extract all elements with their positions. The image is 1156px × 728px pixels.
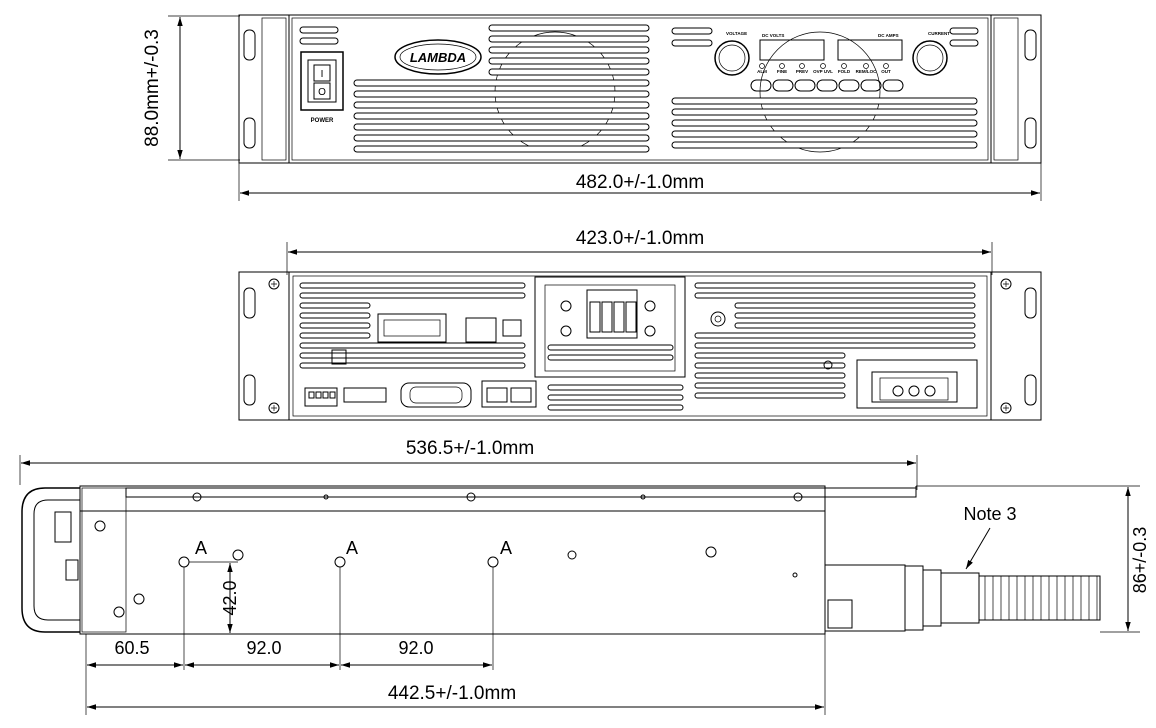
indicator-led <box>883 63 889 69</box>
indicator-led <box>820 63 826 69</box>
rear-width-dimension: 423.0+/-1.0mm <box>576 228 704 249</box>
hole-height-dimension: 42.0 <box>220 580 240 615</box>
mount-label-a-2: A <box>346 538 358 558</box>
body-length-dimension: 442.5+/-1.0mm <box>388 683 516 704</box>
power-switch-off-glyph: O <box>318 87 326 98</box>
rear-rj45-ports <box>481 380 537 408</box>
rear-ground-screw <box>710 311 726 327</box>
indicator-label-ovp-uvl: OVP UVL <box>813 69 833 74</box>
side-height-dimension: 86+/-0.3 <box>1130 527 1150 594</box>
voltage-label: VOLTAGE <box>726 31 747 36</box>
rear-panel <box>288 271 992 421</box>
voltage-display <box>759 39 825 61</box>
rear-output-terminals <box>586 289 638 339</box>
front-view: I O POWER LAMBDA VOLTAGE <box>142 14 1042 201</box>
indicator-label-alm: ALM <box>757 69 767 74</box>
rear-db25-connector <box>400 382 472 408</box>
front-left-ear <box>238 14 290 164</box>
front-width-dimension: 482.0+/-1.0mm <box>576 172 704 193</box>
power-switch <box>300 51 344 111</box>
current-label: CURRENT <box>928 31 950 36</box>
indicator-label-rem-loc: REM/LOC <box>856 69 877 74</box>
rear-center-vents <box>547 344 684 411</box>
indicator-led <box>863 63 869 69</box>
voltage-knob <box>714 40 750 76</box>
mount-label-a-1: A <box>195 538 207 558</box>
power-label: POWER <box>311 118 334 124</box>
rear-label-plate <box>377 313 447 343</box>
rear-terminal-block <box>304 387 338 407</box>
current-display <box>837 39 903 61</box>
front-height-dimension: 88.0mm+/-0.3 <box>142 29 163 147</box>
spacing-3-dimension: 92.0 <box>398 638 433 658</box>
rear-dip-switch <box>343 387 387 403</box>
dc-amps-label: DC AMPS <box>878 33 899 38</box>
power-switch-on-glyph: I <box>321 69 324 80</box>
rear-right-vents <box>694 282 976 399</box>
rear-ac-inlet <box>856 359 978 409</box>
lambda-logo <box>394 39 482 75</box>
rear-left-vents <box>299 282 526 369</box>
indicator-led <box>759 63 765 69</box>
spacing-1-dimension: 60.5 <box>114 638 149 658</box>
side-chassis <box>79 485 826 635</box>
rear-output-bracket <box>534 276 686 378</box>
side-handle <box>21 487 80 633</box>
indicator-led <box>779 63 785 69</box>
indicator-label-out: OUT <box>881 69 891 74</box>
mount-hole-a-1 <box>178 556 190 568</box>
front-buttons <box>750 79 904 92</box>
indicator-labels: ALM FINE PREV OVP UVL FOLD REM/LOC OUT <box>757 69 891 74</box>
rear-left-ear <box>238 271 290 421</box>
side-overall-length-dimension: 536.5+/-1.0mm <box>406 438 534 459</box>
note-3-label: Note 3 <box>963 504 1016 524</box>
mount-hole-a-3 <box>487 556 499 568</box>
dc-volts-label: DC VOLTS <box>762 33 784 38</box>
indicator-label-prev: PREV <box>796 69 808 74</box>
indicator-led <box>799 63 805 69</box>
rear-view: 423.0+/-1.0mm <box>238 228 1042 421</box>
front-control-panel: VOLTAGE CURRENT DC VOLTS DC AMPS ALM FIN… <box>671 27 979 149</box>
rear-right-ear <box>990 271 1042 421</box>
indicator-label-fold: FOLD <box>838 69 851 74</box>
front-right-ear <box>990 14 1042 164</box>
spacing-2-dimension: 92.0 <box>246 638 281 658</box>
side-conduit <box>978 575 1101 621</box>
note-3-leader <box>965 527 991 570</box>
side-rear-connector <box>824 564 906 632</box>
mount-label-a-3: A <box>500 538 512 558</box>
lambda-logo-text: LAMBDA <box>410 50 466 65</box>
mount-hole-a-2 <box>334 556 346 568</box>
front-left-grille <box>299 24 650 153</box>
current-knob <box>912 40 948 76</box>
front-panel <box>288 14 992 164</box>
side-view: 536.5+/-1.0mm A A A Note 3 <box>19 438 1150 715</box>
indicator-label-fine: FINE <box>777 69 787 74</box>
indicator-led <box>841 63 847 69</box>
